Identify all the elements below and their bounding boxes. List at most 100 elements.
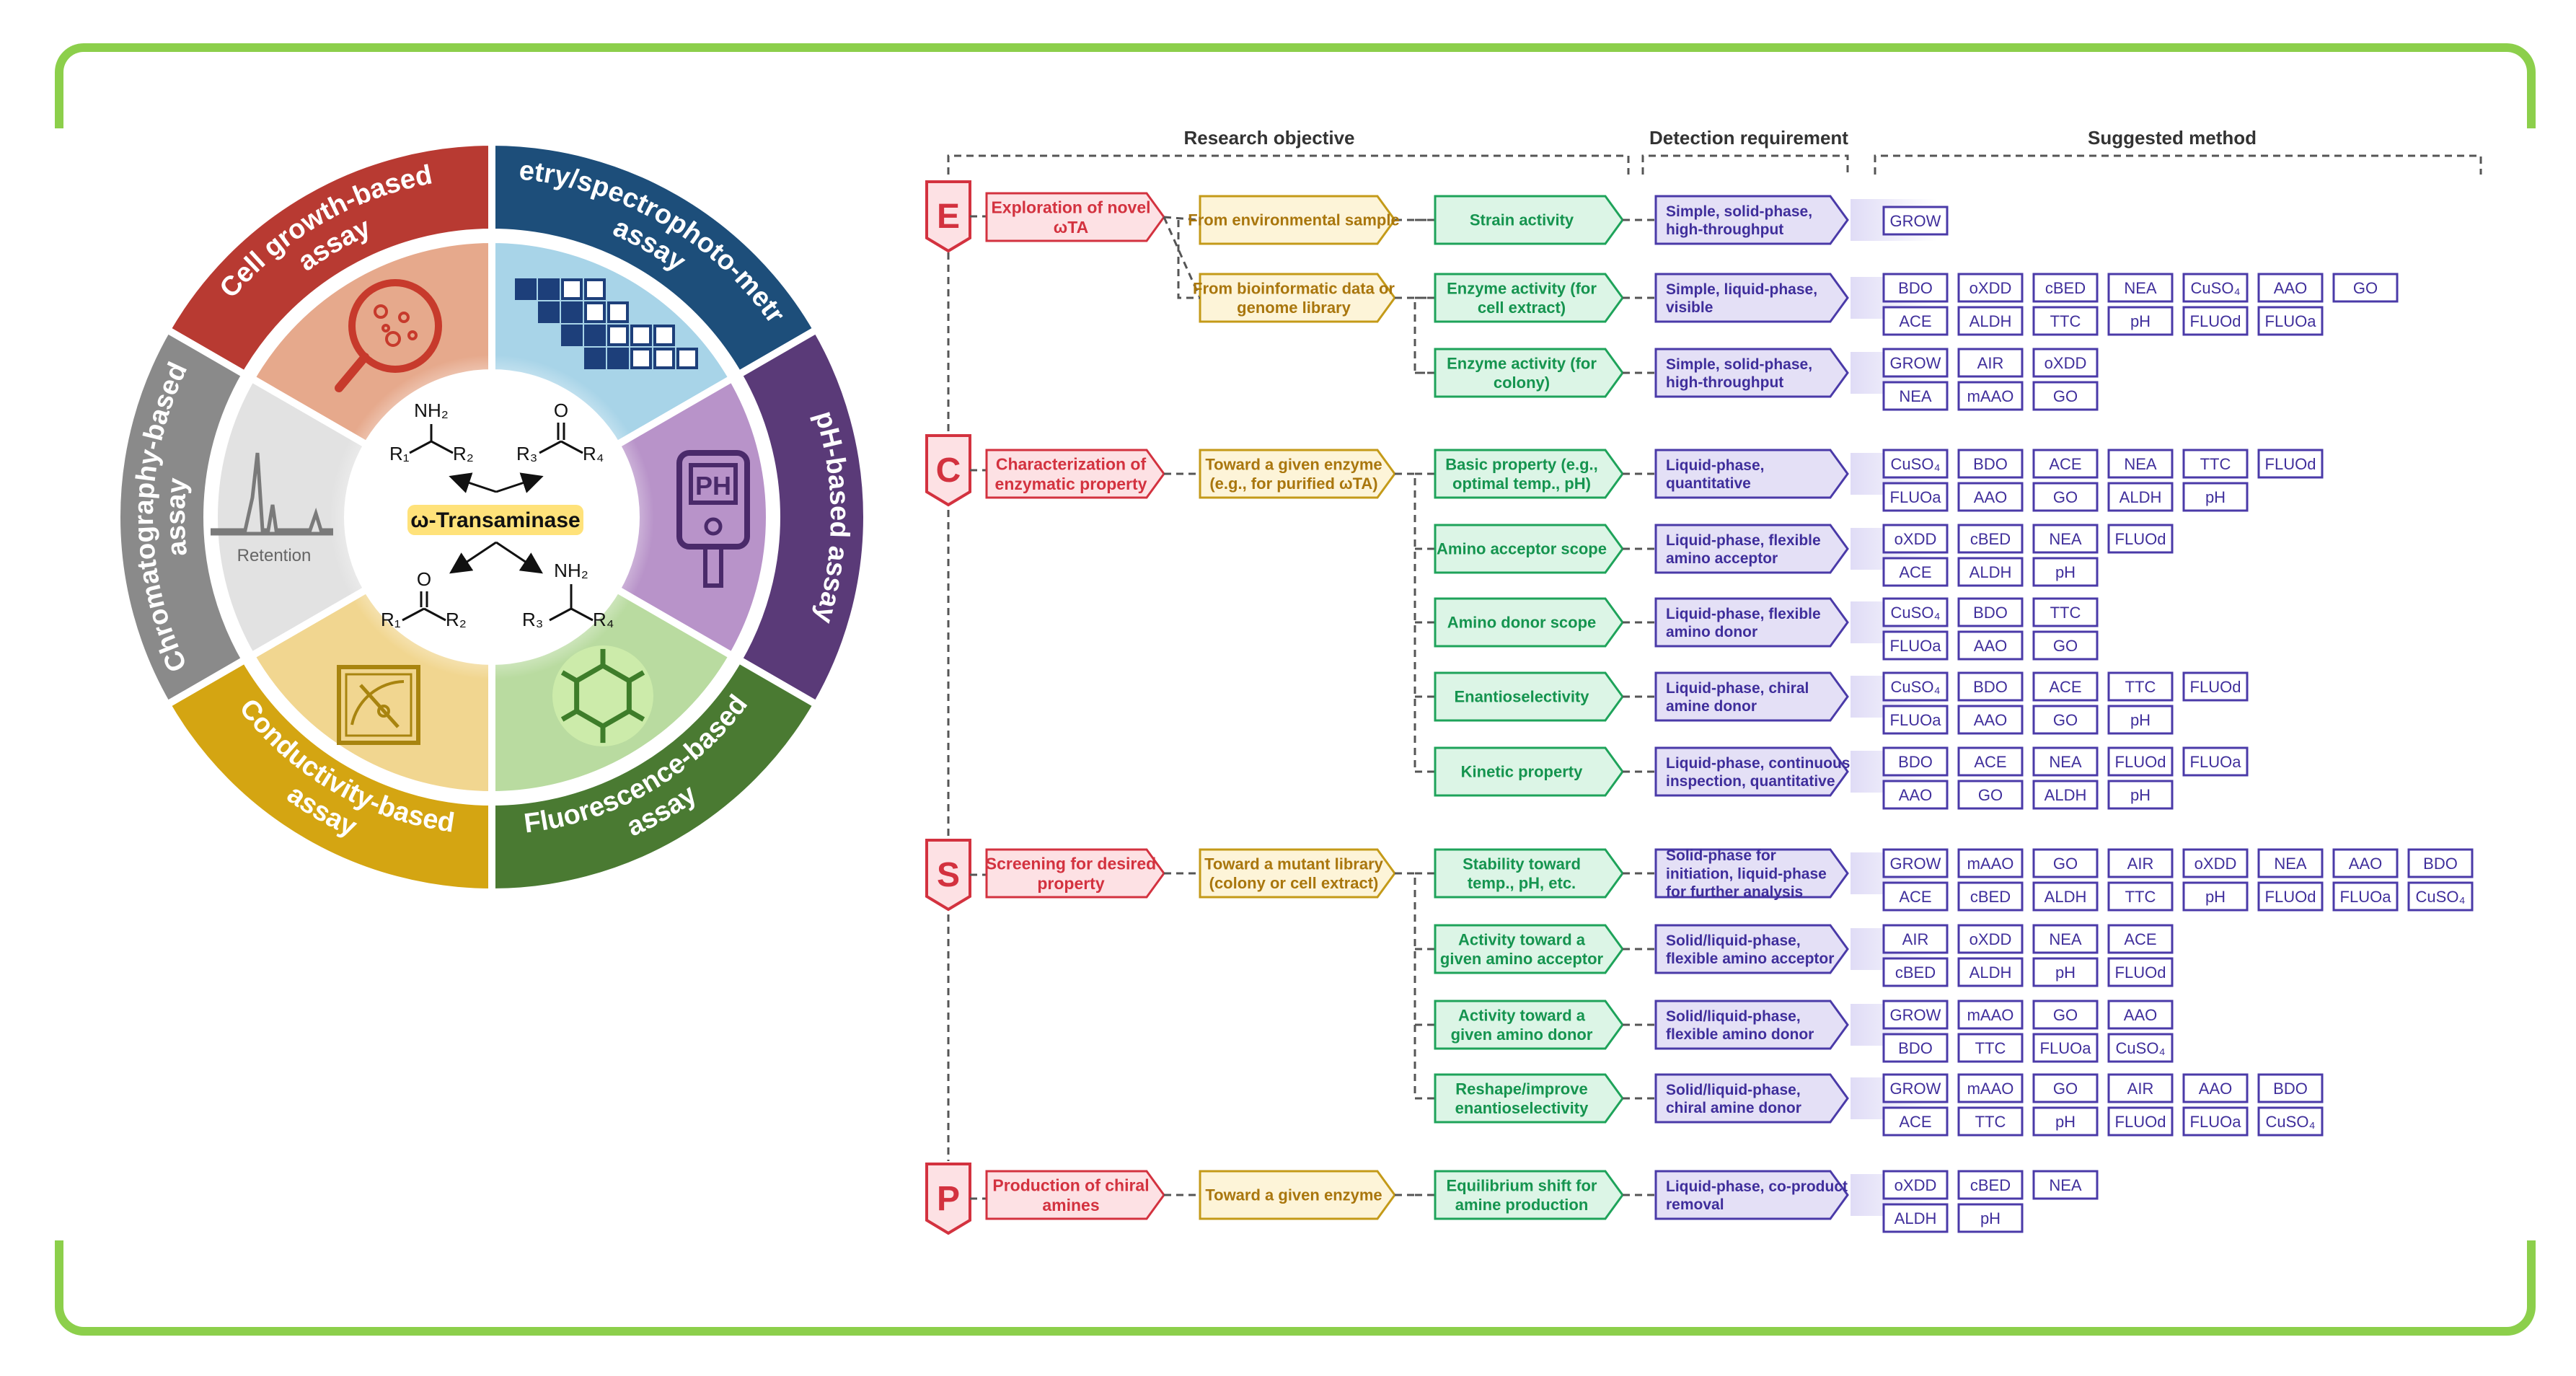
method-chip — [1882, 381, 1949, 411]
source-label: Toward a mutant library(colony or cell e… — [1204, 855, 1384, 892]
svg-text:Liquid-phase, co-product: Liquid-phase, co-product — [1666, 1178, 1848, 1195]
method-chip — [1957, 273, 2024, 303]
svg-text:amino acceptor: amino acceptor — [1666, 550, 1778, 567]
method-chip-label: BDO — [1973, 678, 2008, 696]
section-letter-badge — [925, 1163, 971, 1235]
method-chip-label: AAO — [2349, 855, 2382, 873]
method-chip-label: FLUOa — [2340, 888, 2392, 906]
method-chip-label: GO — [2053, 488, 2078, 506]
svg-text:From environmental sample: From environmental sample — [1188, 211, 1399, 229]
property-label: Strain activity — [1470, 211, 1574, 229]
objective-box — [985, 192, 1165, 242]
method-chip-label: oXDD — [1894, 530, 1937, 548]
method-chip-label: BDO — [1973, 455, 2008, 473]
section-letter-badge — [925, 180, 971, 253]
method-chip — [2182, 1073, 2249, 1103]
detection-label: Solid/liquid-phase,chiral amine donor — [1666, 1082, 1801, 1116]
nh2-label: NH₂ — [554, 560, 588, 581]
method-chip-label: GROW — [1890, 1080, 1941, 1098]
method-chip — [2257, 306, 2324, 336]
r4-label: R₄ — [593, 609, 614, 630]
method-chip-label: AAO — [2274, 279, 2307, 297]
svg-text:chiral amine donor: chiral amine donor — [1666, 1100, 1801, 1116]
property-box — [1434, 449, 1624, 499]
method-chip — [2107, 924, 2174, 954]
svg-text:enantioselectivity: enantioselectivity — [1455, 1099, 1589, 1117]
detection-box — [1654, 746, 1849, 797]
chromatogram-icon: Retention — [211, 452, 333, 565]
method-chip — [2182, 848, 2249, 878]
property-label: Amino donor scope — [1447, 614, 1597, 632]
method-chip-label: CuSO₄ — [1891, 604, 1941, 622]
method-chip — [2407, 881, 2474, 912]
source-box — [1199, 273, 1396, 323]
o-label: O — [554, 400, 568, 421]
section-letter: P — [937, 1180, 960, 1218]
method-chip-label: ACE — [1899, 563, 1931, 581]
method-chip — [2107, 848, 2174, 878]
objective-box — [985, 1170, 1165, 1220]
method-chip-label: oXDD — [1970, 279, 2012, 297]
svg-text:Enantioselectivity: Enantioselectivity — [1454, 688, 1589, 706]
method-chip — [1882, 206, 1949, 236]
method-chip-label: FLUOa — [1890, 711, 1942, 729]
method-chip — [2107, 705, 2174, 735]
method-chip — [1957, 1000, 2024, 1030]
source-box — [1199, 449, 1396, 499]
method-chip — [2107, 482, 2174, 512]
method-chip — [2032, 1033, 2099, 1063]
ph-icon-label: PH — [695, 471, 731, 500]
svg-text:Activity toward a: Activity toward a — [1458, 1007, 1586, 1025]
detection-box — [1654, 671, 1849, 722]
method-chip — [2032, 306, 2099, 336]
svg-text:high-throughput: high-throughput — [1666, 374, 1783, 391]
svg-text:genome library: genome library — [1237, 299, 1351, 317]
property-box — [1434, 273, 1624, 323]
method-chip — [1882, 482, 1949, 512]
method-chip-label: ALDH — [2045, 786, 2087, 804]
source-box — [1199, 1170, 1396, 1220]
objective-box — [985, 848, 1165, 899]
method-chip — [2032, 1000, 2099, 1030]
method-chip-label: ACE — [1899, 888, 1931, 906]
method-chip-label: NEA — [2124, 279, 2157, 297]
method-chip-label: AIR — [1977, 354, 2004, 372]
r3-label: R₃ — [522, 609, 543, 630]
magnifier-icon — [335, 279, 442, 392]
svg-text:optimal temp., pH): optimal temp., pH) — [1452, 475, 1591, 493]
method-chip — [1957, 348, 2024, 378]
method-chip-label: TTC — [2200, 455, 2231, 473]
conductivity-meter-icon — [337, 665, 420, 745]
connector — [1395, 296, 1435, 374]
method-chip — [1882, 1033, 1949, 1063]
method-chip — [2107, 746, 2174, 777]
method-chip — [2332, 848, 2399, 878]
method-chip — [2032, 881, 2099, 912]
method-chip — [1957, 449, 2024, 479]
section-letter: C — [936, 451, 961, 490]
method-chip — [1957, 482, 2024, 512]
method-chip-label: BDO — [1898, 279, 1933, 297]
method-chip-label: cBED — [1970, 888, 2011, 906]
method-chip — [2032, 630, 2099, 661]
o-label: O — [417, 568, 431, 590]
method-chip — [1882, 1170, 1949, 1200]
method-chip — [1882, 306, 1949, 336]
method-chip — [2182, 1106, 2249, 1137]
svg-text:Liquid-phase, flexible: Liquid-phase, flexible — [1666, 606, 1821, 622]
method-chip-label: BDO — [1898, 753, 1933, 771]
method-chip-label: CuSO₄ — [2416, 888, 2466, 906]
connector — [1177, 220, 1200, 299]
svg-text:Liquid-phase,: Liquid-phase, — [1666, 457, 1765, 474]
detection-label: Liquid-phase,quantitative — [1666, 457, 1765, 492]
connector — [1163, 216, 1201, 221]
method-chip-label: mAAO — [1967, 1080, 2014, 1098]
detection-box — [1654, 1170, 1849, 1220]
method-chip-label: GO — [1978, 786, 2003, 804]
method-chip-label: TTC — [1975, 1039, 2006, 1057]
method-chip-label: CuSO₄ — [2191, 279, 2241, 297]
